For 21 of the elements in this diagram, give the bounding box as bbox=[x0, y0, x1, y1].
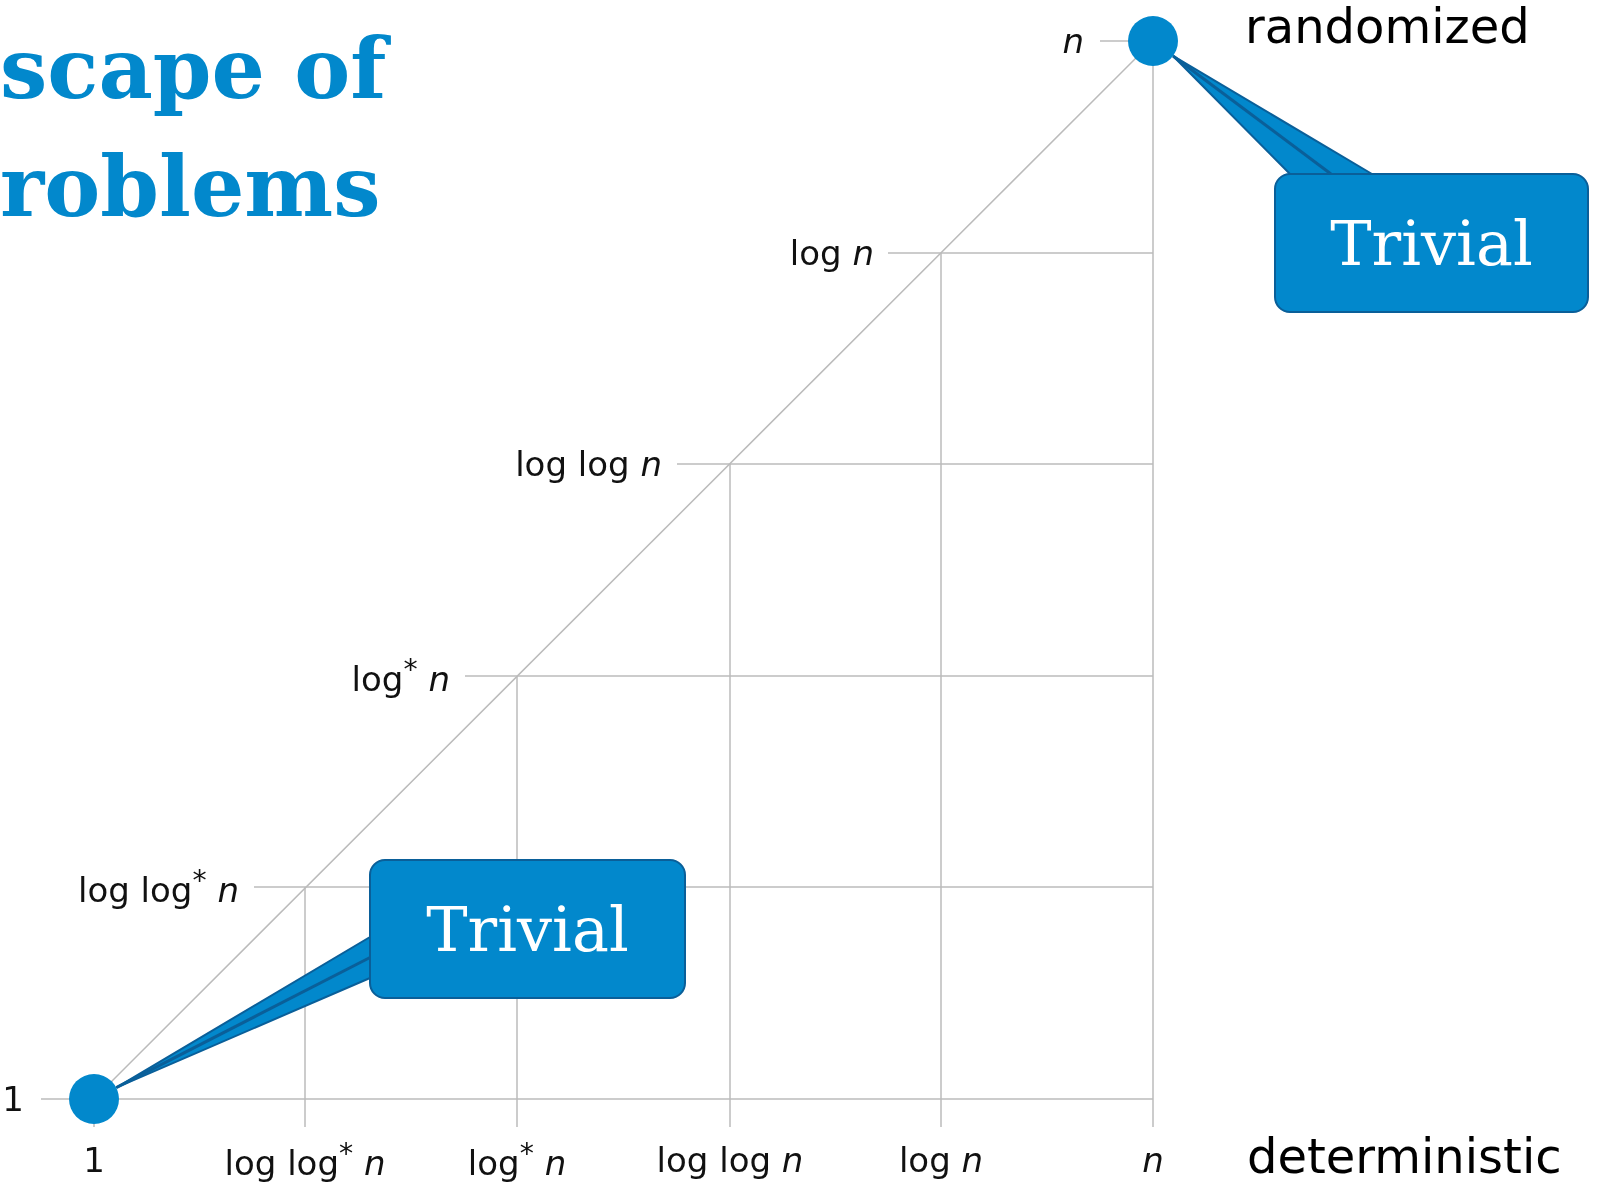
dot-marker bbox=[1128, 16, 1178, 66]
tick-label: log log$^{*}$ n bbox=[224, 1139, 386, 1181]
callout-text: Trivial bbox=[426, 892, 629, 966]
axis-label: deterministic bbox=[1247, 1132, 1562, 1180]
callout-box bbox=[369, 859, 686, 999]
tick-label: log n bbox=[898, 1143, 984, 1177]
tick-label: n bbox=[1142, 1143, 1164, 1177]
tick-label: 1 bbox=[83, 1143, 105, 1177]
callout-box bbox=[1274, 173, 1589, 313]
callout-text: Trivial bbox=[1330, 206, 1533, 280]
tick-label: log$^{*}$ n bbox=[351, 655, 450, 697]
title: scape of roblems bbox=[0, 10, 470, 246]
tick-label: n bbox=[1062, 24, 1084, 58]
tick-label: log log n bbox=[656, 1143, 804, 1177]
axis-label: randomized bbox=[1245, 2, 1530, 50]
tick-label: log log n bbox=[515, 447, 662, 481]
tick-label: log$^{*}$ n bbox=[467, 1139, 567, 1181]
dot-marker bbox=[69, 1074, 119, 1124]
tick-label: 1 bbox=[2, 1082, 24, 1116]
tick-label: log n bbox=[789, 236, 874, 270]
tick-label: log log$^{*}$ n bbox=[78, 866, 239, 908]
